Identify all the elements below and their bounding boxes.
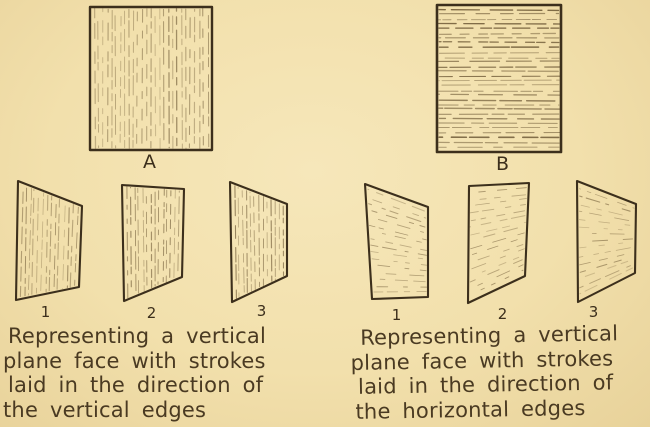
label-left-thumb-3: 3 xyxy=(256,302,268,320)
left-plane-2 xyxy=(120,183,186,303)
left-plane-1 xyxy=(14,179,84,302)
caption-left-line-3: laid in the direction of xyxy=(8,373,264,397)
caption-left-line-1: Representing a vertical xyxy=(8,324,266,348)
square-a-vertical-strokes xyxy=(88,5,214,152)
label-right-thumb-1: 1 xyxy=(391,306,403,324)
label-right-thumb-2: 2 xyxy=(497,305,509,323)
right-plane-2 xyxy=(466,181,531,305)
caption-right: Representing a vertical plane face with … xyxy=(350,321,620,424)
right-plane-3 xyxy=(575,179,638,304)
label-right-thumb-3: 3 xyxy=(588,303,600,321)
label-left-thumb-1: 1 xyxy=(40,303,52,321)
caption-left: Representing a vertical plane face with … xyxy=(3,324,266,422)
label-square-b: B xyxy=(495,153,511,175)
label-square-a: A xyxy=(143,151,157,173)
caption-right-line-4: the horizontal edges xyxy=(355,395,586,424)
square-b-horizontal-strokes xyxy=(435,3,563,154)
left-plane-3 xyxy=(228,180,289,304)
caption-left-line-4: the vertical edges xyxy=(3,397,207,422)
caption-left-line-2: plane face with strokes xyxy=(3,348,266,373)
label-left-thumb-2: 2 xyxy=(146,304,158,322)
right-plane-1 xyxy=(363,182,430,301)
